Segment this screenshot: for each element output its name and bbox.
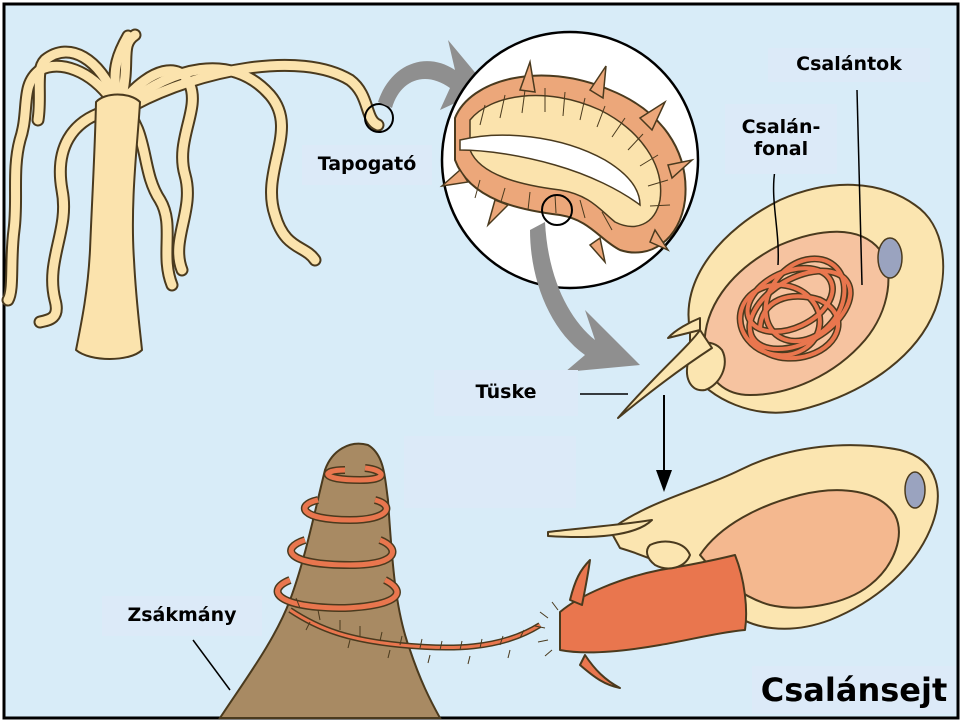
label-tapogato-text: Tapogató [318,154,417,176]
nucleus-top [878,238,902,278]
label-tapogato: Tapogató [302,145,432,185]
label-csalansejt-text: Csalánsejt [761,672,947,709]
label-csalansejt: Csalánsejt [752,666,956,714]
label-csalanfonal-line1: Csalán- [742,117,821,139]
empty-label-box [404,436,576,508]
discharged-operculum [647,542,690,569]
label-csalanfonal-line2: fonal [754,139,808,161]
label-zsakmany-text: Zsákmány [127,605,236,627]
label-csalanfonal: Csalán- fonal [725,104,837,174]
label-tuske: Tüske [434,370,578,416]
zoom-circle [442,32,698,288]
label-csalantok-text: Csalántok [796,54,902,76]
label-csalantok: Csalántok [768,48,930,82]
nucleus-bottom [905,472,925,508]
label-zsakmany: Zsákmány [102,596,262,636]
label-tuske-text: Tüske [476,382,537,404]
